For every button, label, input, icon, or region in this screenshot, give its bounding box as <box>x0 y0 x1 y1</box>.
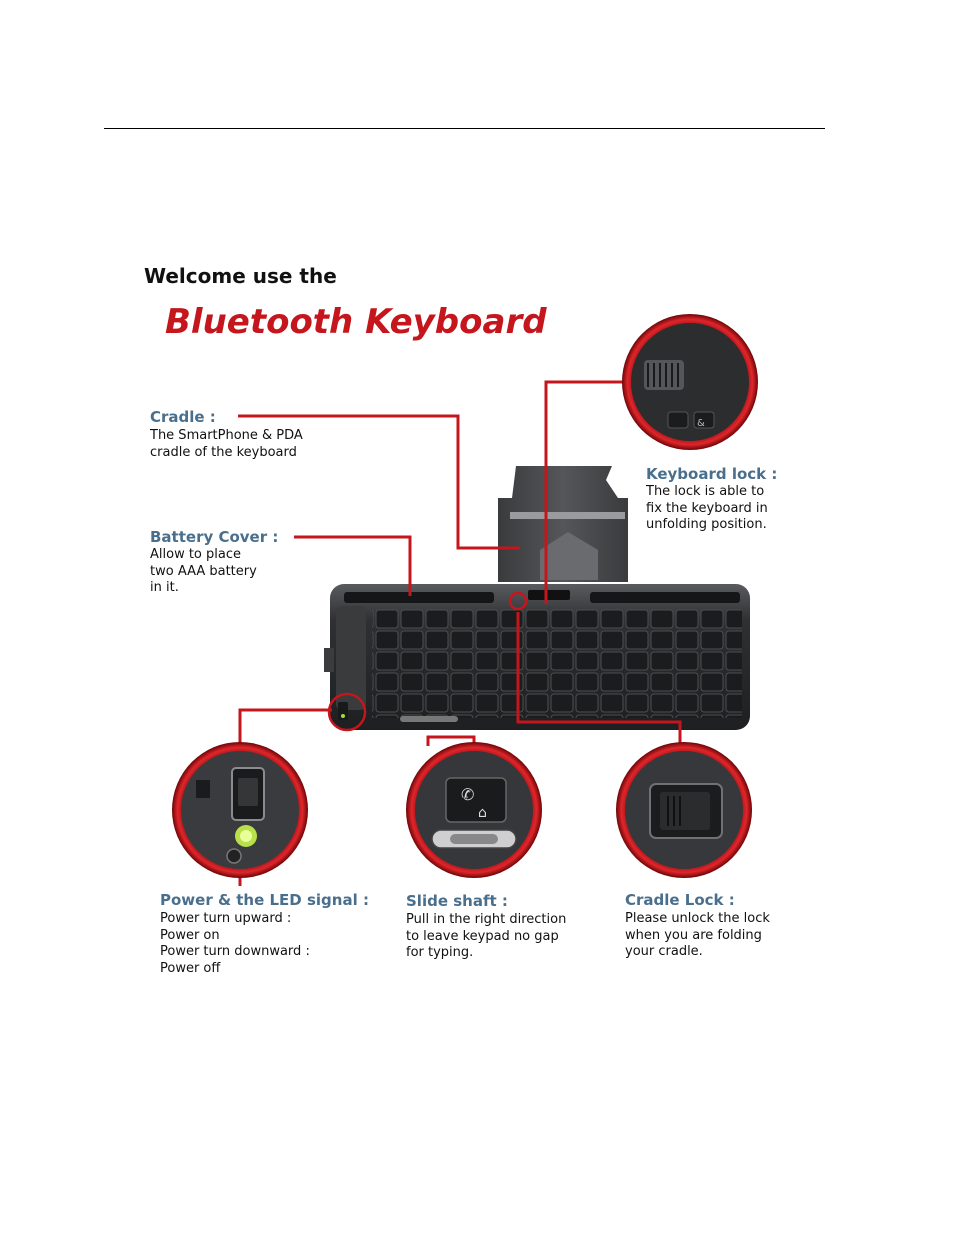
zoom-keyboard-lock: & <box>622 314 758 450</box>
slide-shaft-callout-text: Pull in the right direction to leave key… <box>406 912 567 960</box>
keyboard-lock-callout-text: The lock is able to fix the keyboard in … <box>646 484 768 532</box>
brand-title: Bluetooth Keyboard <box>165 302 547 342</box>
home-icon: ⌂ <box>478 805 487 821</box>
svg-text:&: & <box>697 418 705 429</box>
cradle-lock-callout-title: Cradle Lock : <box>625 891 735 909</box>
cradle-callout-title: Cradle : <box>150 408 216 426</box>
power-led-callout-text: Power turn upward : Power on Power turn … <box>160 911 310 976</box>
zoom-cradle-lock <box>616 742 752 878</box>
battery-cover-callout-text: Allow to place two AAA battery in it. <box>150 547 257 595</box>
slide-shaft-callout-title: Slide shaft : <box>406 892 508 910</box>
phone-icon: ✆ <box>461 785 474 804</box>
power-led-callout-title: Power & the LED signal : <box>160 891 369 909</box>
cradle-part <box>498 466 628 582</box>
zoom-slide-shaft: ✆ ⌂ <box>406 742 542 878</box>
header-rule <box>104 128 825 129</box>
detail-markers <box>327 591 528 732</box>
battery-cover-callout-title: Battery Cover : <box>150 528 279 546</box>
keyboard-lock-callout-title: Keyboard lock : <box>646 465 778 483</box>
cradle-callout-text: The SmartPhone & PDA cradle of the keybo… <box>150 428 303 460</box>
cradle-lock-callout-text: Please unlock the lock when you are fold… <box>625 911 770 959</box>
zoom-power-led <box>172 742 308 878</box>
welcome-heading: Welcome use the <box>144 264 337 288</box>
screw-icon <box>226 848 242 864</box>
leader-lines <box>238 380 682 886</box>
keyboard-body <box>324 584 750 730</box>
